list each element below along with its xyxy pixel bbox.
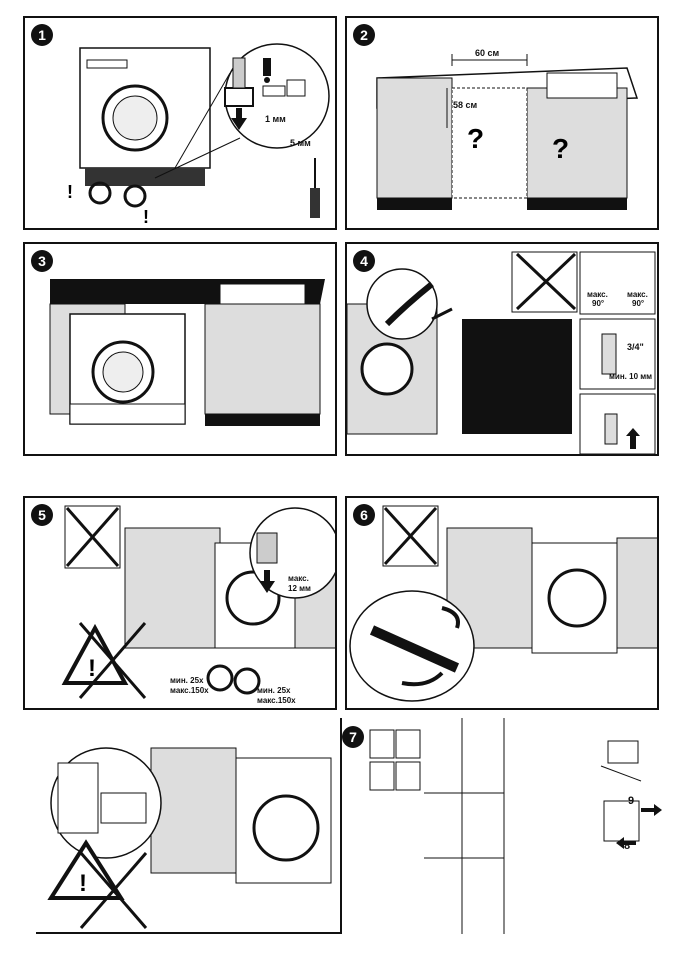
panel-7: ! [36, 718, 342, 934]
turns-max-2: макс.150x [257, 696, 296, 705]
panel-3: 3 [23, 242, 337, 456]
svg-text:?: ? [552, 133, 569, 164]
grid-lines [424, 718, 514, 934]
panel-4: 4 макс. 90° макс. 90° 3/4" мин. 10 мм [345, 242, 659, 456]
arrow-8-label: 8 [624, 840, 630, 852]
panel-3-illustration [25, 244, 337, 456]
depth-label: 58 см [453, 100, 477, 110]
panel-5: 5 ! макс. 12 мм мин. 25x макс.150x мин. … [23, 496, 337, 710]
min-length-label: мин. 10 мм [609, 372, 652, 381]
width-label: 60 см [475, 48, 499, 58]
panel-1-illustration: ! ! [25, 18, 337, 230]
svg-text:!: ! [79, 870, 87, 897]
max-label: макс. [288, 574, 309, 583]
svg-text:!: ! [67, 182, 73, 202]
arrow-9-label: 9 [628, 795, 634, 807]
panel-2-illustration: ? ? [347, 18, 659, 230]
panel-6: 6 [345, 496, 659, 710]
thread-label: 3/4" [627, 342, 644, 352]
max-left-label: макс. [587, 290, 608, 299]
panel-7-right-illustration [342, 718, 424, 934]
svg-text:?: ? [467, 123, 484, 154]
panel-6-illustration [347, 498, 659, 710]
panel-7-illustration: ! [36, 718, 342, 934]
gap-label: 1 мм [265, 114, 286, 124]
max-right-label: макс. [627, 290, 648, 299]
panel-7-right: 7 [342, 718, 424, 934]
panel-2: 2 ? ? 60 см 58 см [345, 16, 659, 230]
turns-min-2: мин. 25x [257, 686, 290, 695]
panel-4-illustration [347, 244, 659, 456]
svg-text:!: ! [143, 207, 149, 227]
svg-text:!: ! [88, 655, 96, 682]
max-value-label: 12 мм [288, 584, 311, 593]
turns-min-1: мин. 25x [170, 676, 203, 685]
turns-max-1: макс.150x [170, 686, 209, 695]
deg-right-label: 90° [632, 299, 644, 308]
panel-1: 1 ! ! 1 мм 5 мм [23, 16, 337, 230]
screwdriver-label: 5 мм [290, 138, 311, 148]
deg-left-label: 90° [592, 299, 604, 308]
